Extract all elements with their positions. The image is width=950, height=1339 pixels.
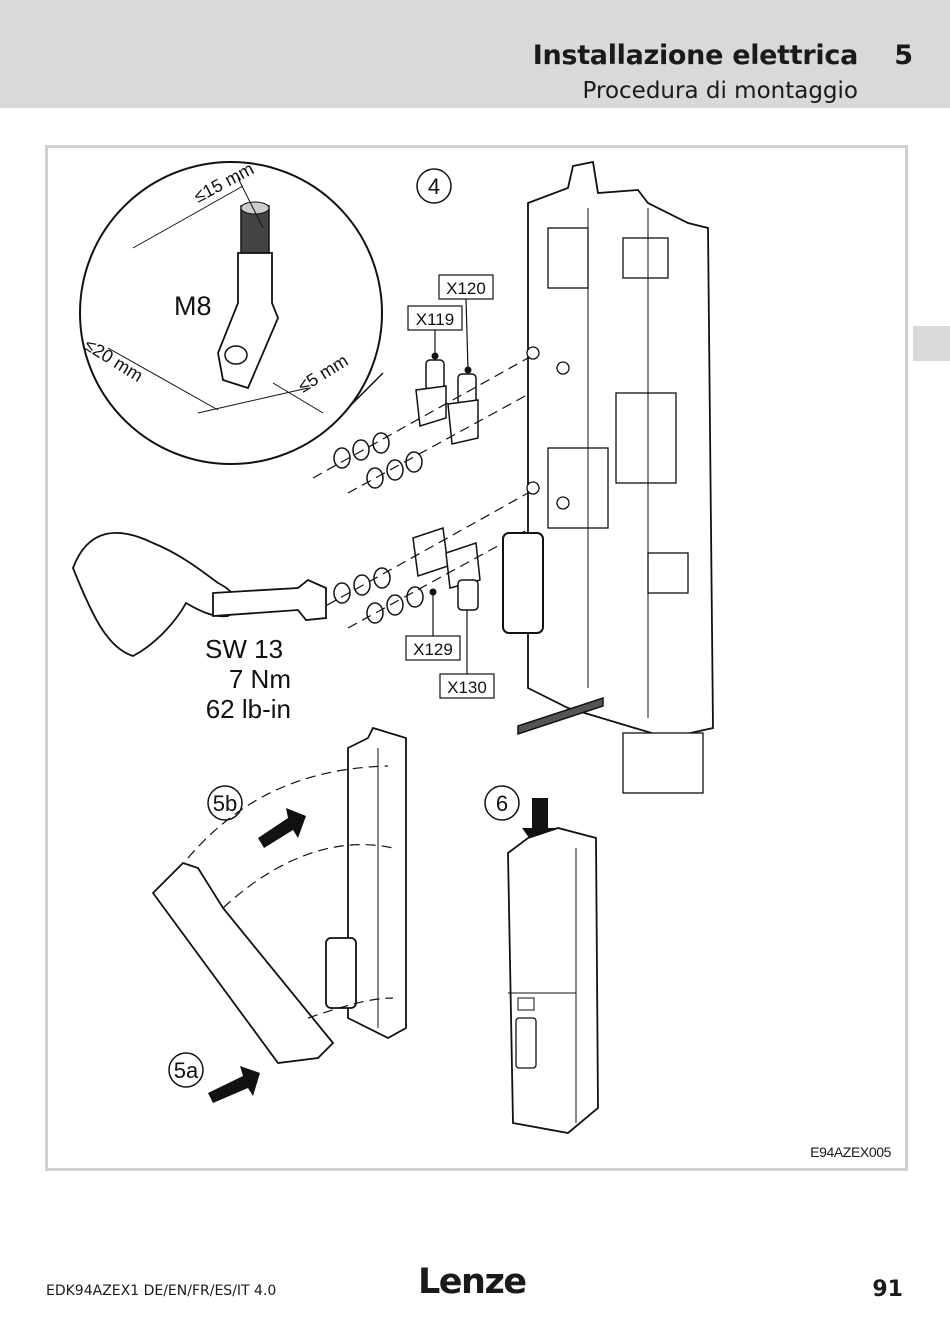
svg-text:X129: X129 [413, 640, 453, 659]
drive-device-step4 [502, 160, 714, 794]
hand-wrench-illustration [72, 532, 327, 657]
svg-text:5a: 5a [174, 1058, 199, 1083]
drive-device-step6 [507, 827, 599, 1134]
lenze-logo: Lenze [418, 1262, 527, 1302]
installation-drawing: ≤15 mm ≤20 mm ≤5 mm M8 4 X120 X119 X129 [72, 158, 714, 1134]
device-cover-icon [151, 861, 335, 1064]
upper-lugs [312, 357, 559, 494]
terminal-x130-label: X130 [439, 608, 495, 699]
figure-id: E94AZEX005 [810, 1144, 891, 1160]
svg-text:4: 4 [428, 174, 440, 199]
arrow-5a-icon [208, 1066, 260, 1103]
chapter-side-tab [913, 326, 950, 361]
torque-nm-label: 7 Nm [229, 664, 291, 694]
nut-icon [366, 602, 384, 624]
step-5b-badge: 5b [207, 785, 243, 821]
bolt-size-label: M8 [174, 291, 212, 321]
wrench-size-label: SW 13 [205, 634, 283, 664]
header-band [0, 0, 950, 108]
washer-icon [406, 586, 424, 608]
page-number: 91 [872, 1277, 903, 1302]
svg-text:6: 6 [496, 791, 508, 816]
chapter-title: Installazione elettrica [532, 40, 859, 71]
step-4-badge: 4 [416, 168, 452, 204]
washer-icon [373, 567, 391, 589]
nut-icon [366, 467, 384, 489]
chapter-number: 5 [894, 40, 913, 71]
svg-text:X130: X130 [447, 678, 487, 697]
hand-icon [72, 532, 238, 657]
lower-lugs [312, 492, 559, 629]
nut-icon [333, 582, 351, 604]
step-5a-badge: 5a [168, 1052, 204, 1088]
footer-doc-id: EDK94AZEX1 DE/EN/FR/ES/IT 4.0 [46, 1283, 277, 1299]
terminal-x120-label: X120 [438, 274, 494, 374]
step-6-badge: 6 [484, 785, 520, 821]
washer-icon [405, 451, 423, 473]
washer-icon [352, 439, 370, 461]
section-subtitle: Procedura di montaggio [582, 78, 858, 104]
svg-text:X119: X119 [416, 310, 454, 329]
washer-icon [386, 459, 404, 481]
wrench-icon [212, 578, 327, 621]
torque-lbin-label: 62 lb-in [206, 694, 291, 724]
cable-lug-detail: ≤15 mm ≤20 mm ≤5 mm M8 [79, 158, 384, 465]
svg-text:5b: 5b [213, 791, 237, 816]
terminal-x129-label: X129 [405, 588, 461, 661]
terminal-x119-label: X119 [407, 305, 463, 360]
arrow-5b-icon [258, 808, 306, 848]
drive-device-step5 [151, 726, 407, 1064]
installation-figure: ≤15 mm ≤20 mm ≤5 mm M8 4 X120 X119 X129 [45, 145, 908, 1171]
ribbon-cable-icon [517, 696, 604, 736]
nut-icon [333, 447, 351, 469]
washer-icon [386, 594, 404, 616]
svg-text:X120: X120 [446, 279, 486, 298]
